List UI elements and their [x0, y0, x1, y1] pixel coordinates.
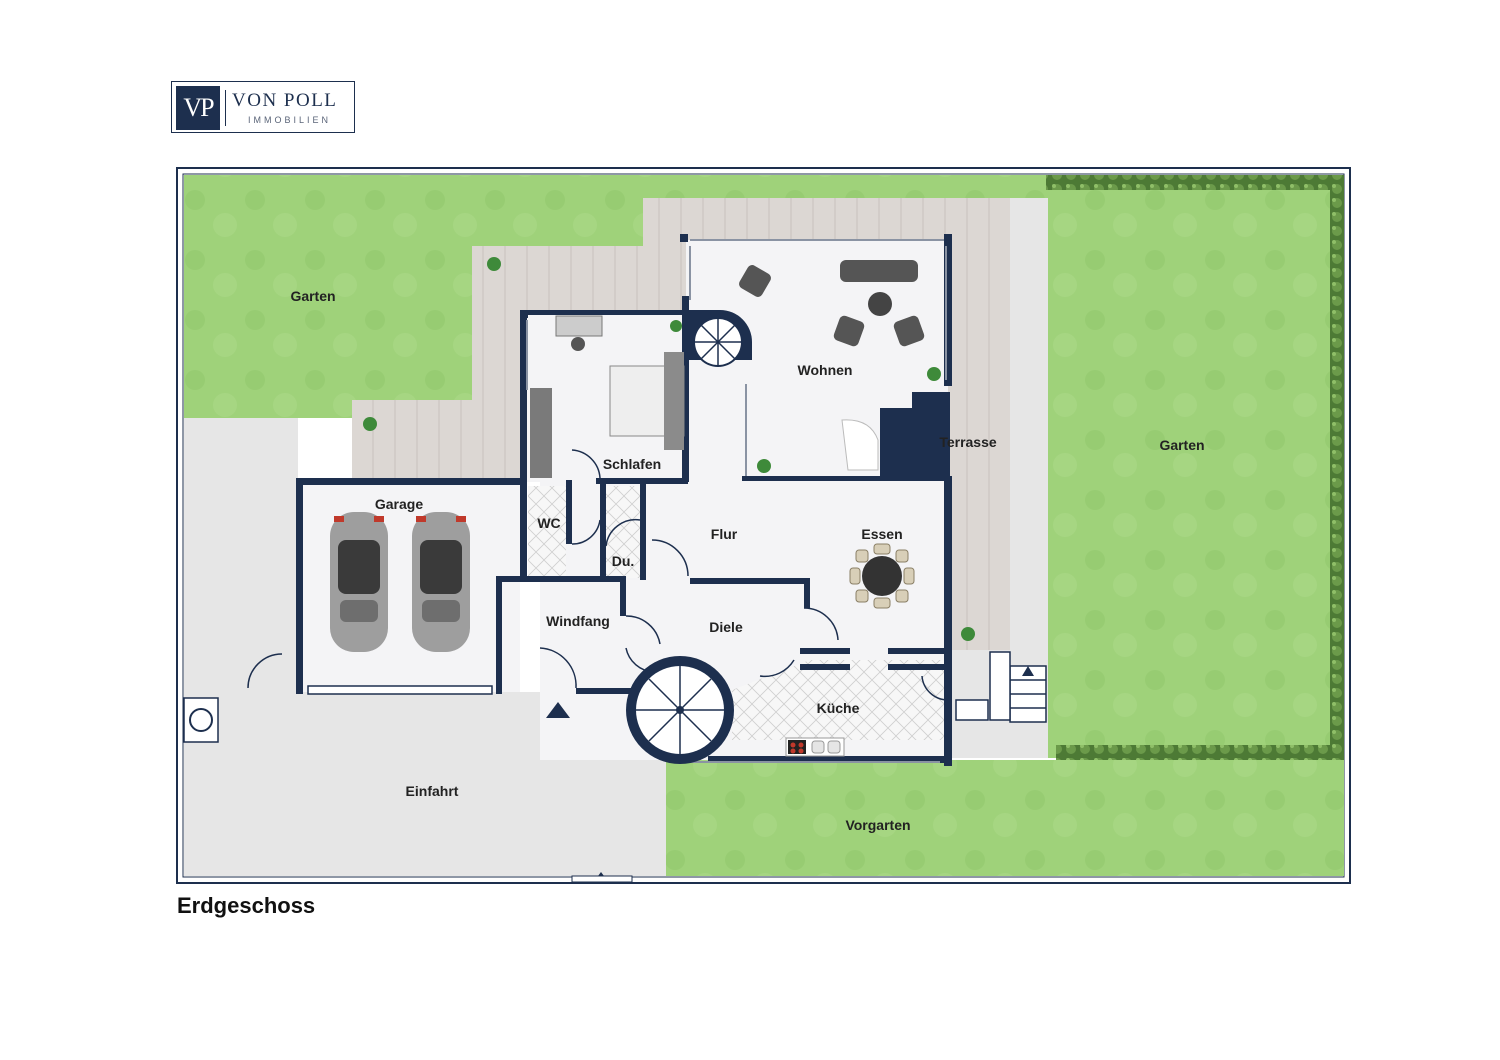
side-path — [1010, 198, 1048, 650]
hedge-right — [1330, 175, 1344, 758]
entrance-arrow-icon — [546, 702, 570, 718]
spiral-staircase-top — [686, 310, 752, 367]
label-einfahrt: Einfahrt — [406, 783, 459, 799]
fireplace-hearth — [841, 419, 879, 471]
label-essen: Essen — [861, 526, 902, 542]
label-diele: Diele — [709, 619, 743, 635]
dining-set — [849, 543, 915, 609]
bed — [609, 352, 685, 450]
garage-door — [307, 685, 493, 695]
label-wc: WC — [537, 515, 560, 531]
sofa — [840, 260, 918, 282]
logo-mark: VP — [176, 86, 220, 130]
label-du: Du. — [612, 553, 635, 569]
logo-name: VON POLL — [232, 90, 338, 111]
side-steps — [955, 651, 1047, 723]
label-wohnen: Wohnen — [798, 362, 853, 378]
spiral-staircase-bottom — [626, 656, 734, 764]
garden-right-lawn — [1046, 175, 1344, 758]
kitchen-counter — [785, 737, 845, 757]
label-kueche: Küche — [817, 700, 860, 716]
label-vorgarten: Vorgarten — [845, 817, 910, 833]
label-garten-left: Garten — [290, 288, 335, 304]
wc-tiles — [528, 486, 566, 578]
garden-well — [183, 697, 219, 743]
hedge-top — [1046, 175, 1344, 190]
wardrobe — [530, 388, 552, 478]
hedge-bottom — [1056, 745, 1344, 760]
floor-title: Erdgeschoss — [177, 893, 316, 918]
car-left — [330, 512, 388, 652]
kitchen-tiles — [732, 660, 948, 740]
armchair-3 — [739, 265, 771, 297]
logo-subtitle: IMMOBILIEN — [248, 115, 332, 125]
armchair-1 — [833, 315, 865, 347]
front-gate — [571, 875, 633, 883]
steps-arrow-icon — [1022, 666, 1034, 676]
door-swings — [247, 449, 949, 701]
car-right — [412, 512, 470, 652]
label-windfang: Windfang — [546, 613, 610, 629]
label-flur: Flur — [711, 526, 738, 542]
logo-separator — [225, 90, 226, 126]
label-terrasse: Terrasse — [939, 434, 997, 450]
walls — [296, 234, 952, 766]
plant-icons — [363, 257, 975, 641]
coffee-table — [868, 292, 892, 316]
desk — [555, 315, 603, 337]
armchair-2 — [893, 315, 925, 347]
front-garden-lawn — [666, 760, 1344, 876]
garden-left-lawn — [184, 175, 1046, 418]
label-garage: Garage — [375, 496, 423, 512]
label-garten-right: Garten — [1159, 437, 1204, 453]
terrace-decking — [352, 198, 1010, 650]
von-poll-logo: VP VON POLL IMMOBILIEN — [171, 81, 355, 133]
label-schlafen: Schlafen — [603, 456, 661, 472]
desk-chair — [571, 337, 585, 351]
